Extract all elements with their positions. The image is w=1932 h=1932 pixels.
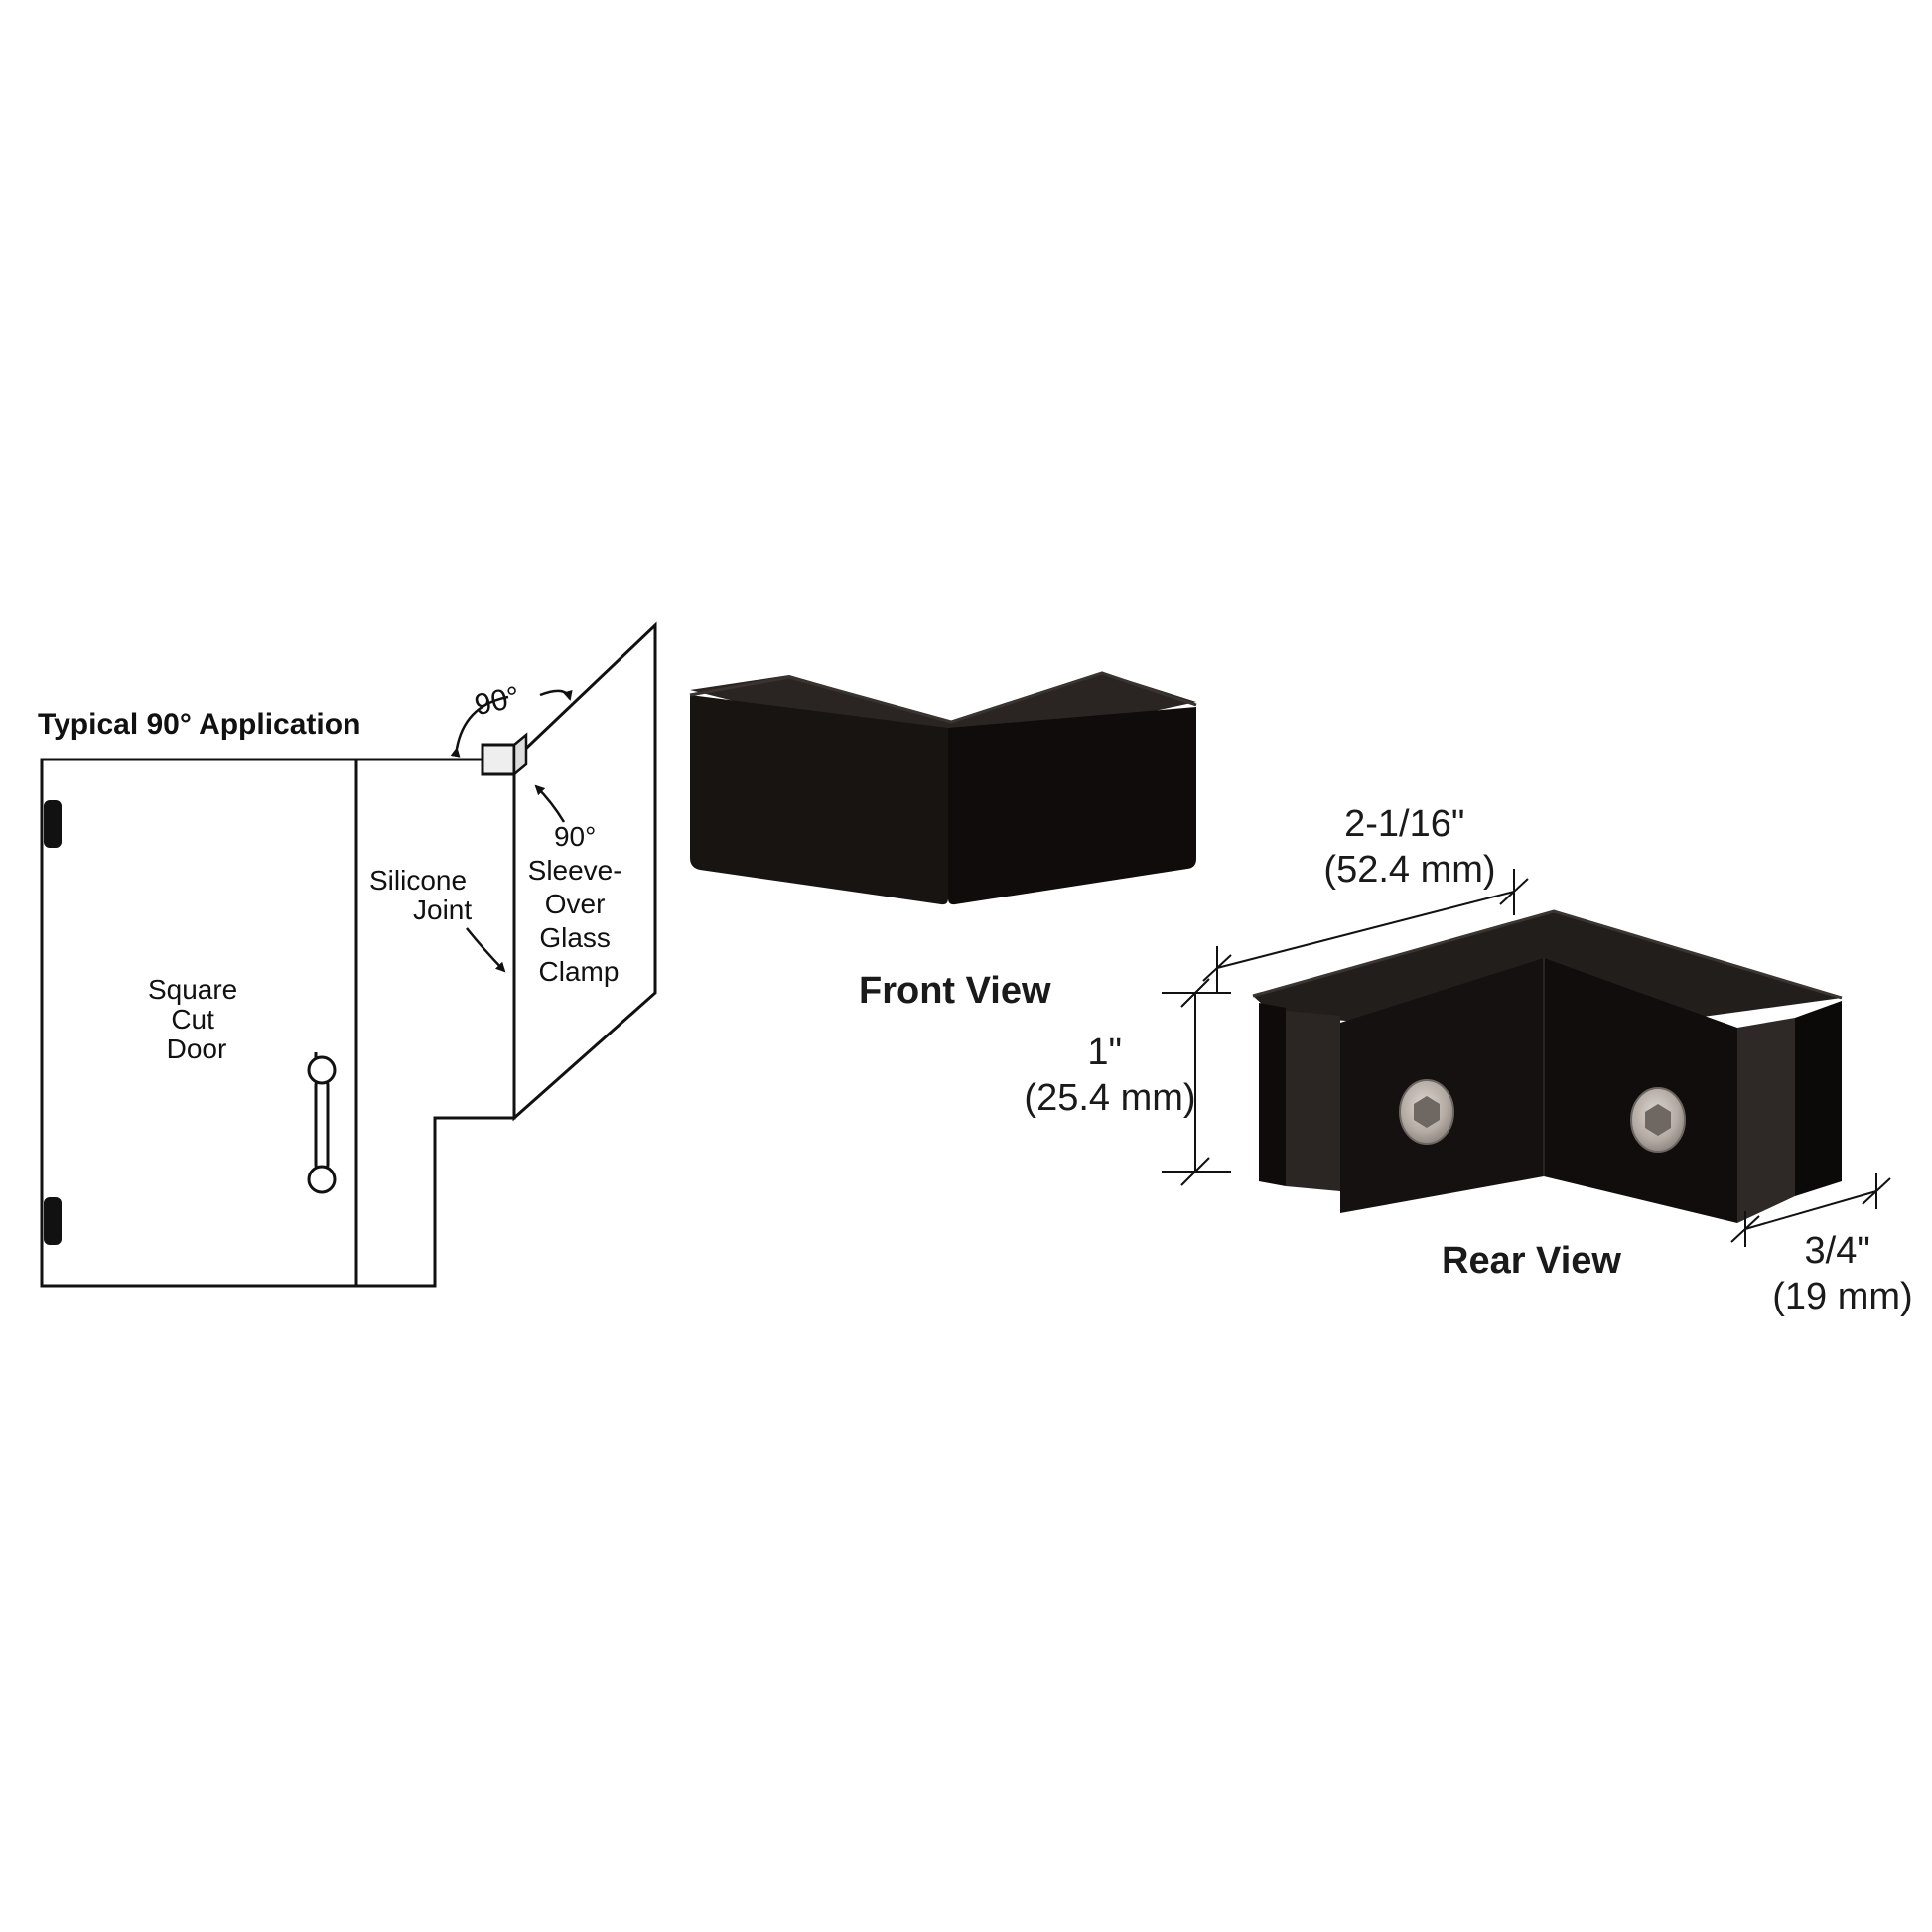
application-sketch: Typical 90° Application Square Cut Door … [38, 621, 657, 1288]
rear-view-caption: Rear View [1442, 1240, 1621, 1282]
dimension-height [1162, 978, 1231, 1186]
dimension-length [1202, 869, 1529, 993]
hinge-bottom-icon [44, 1197, 62, 1245]
square-cut-door [40, 758, 358, 1288]
hinge-top-icon [44, 800, 62, 848]
rear-view-right-inner-leg [1544, 958, 1737, 1223]
front-view-top-face [690, 672, 1196, 755]
screw-left-icon [1399, 1079, 1454, 1145]
dim-depth-label: 3/4" (19 mm) [1772, 1230, 1912, 1317]
door-label: Square Cut Door [148, 974, 245, 1064]
application-title: Typical 90° Application [38, 708, 360, 741]
dimension-depth [1730, 1173, 1891, 1247]
fixed-glass-panel [354, 758, 516, 1288]
silicone-joint-label: Silicone Joint [369, 865, 475, 925]
clamp-icon [481, 743, 516, 776]
dim-height-label: 1" (25.4 mm) [1024, 1032, 1195, 1119]
front-view-caption: Front View [859, 970, 1051, 1012]
screw-right-icon [1630, 1087, 1686, 1153]
front-view-left-face [690, 695, 948, 905]
rear-view-left-leg [1259, 1003, 1286, 1186]
return-glass-panel [512, 621, 657, 1122]
angle-arc [450, 695, 509, 758]
silicone-arrow [466, 927, 506, 973]
clamp-arrow [534, 784, 566, 823]
angle-label: 90° [472, 680, 522, 722]
door-handle-icon [307, 1052, 337, 1194]
rear-view: 2-1/16" (52.4 mm) 1" (25.4 mm) 3/4" (19 … [1024, 803, 1912, 1317]
rear-view-right-leg [1795, 1001, 1842, 1196]
front-view: Front View [689, 671, 1197, 1012]
clamp-label: 90° Sleeve- Over Glass Clamp [528, 821, 630, 987]
dim-length-label: 2-1/16" (52.4 mm) [1323, 803, 1495, 891]
front-view-right-face [948, 707, 1196, 905]
